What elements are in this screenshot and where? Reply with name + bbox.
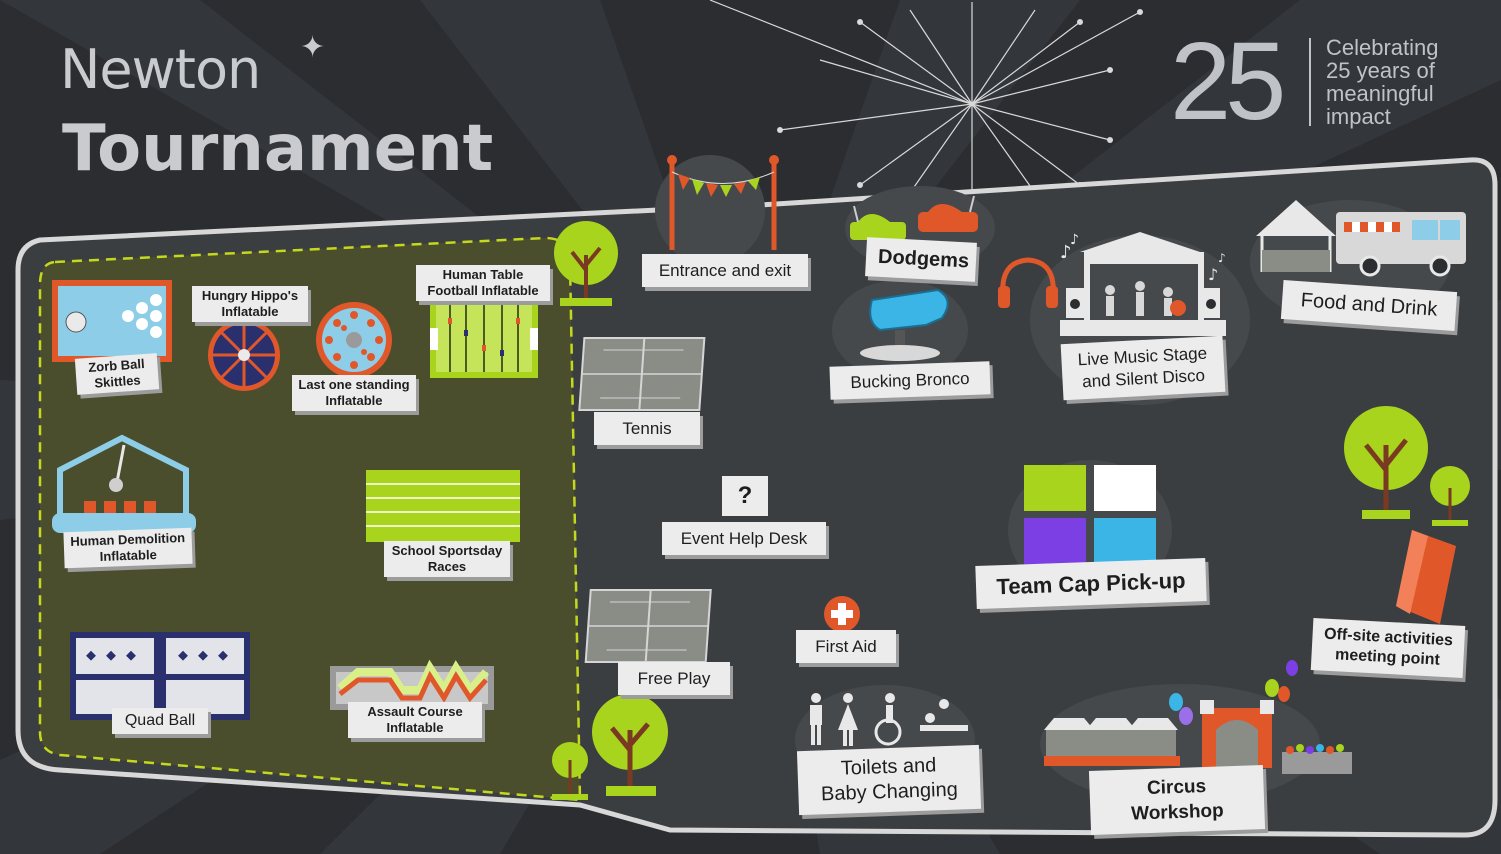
entrance-bunting-illustration xyxy=(655,155,779,265)
tagline-line: Celebrating xyxy=(1326,35,1439,60)
svg-text:♪: ♪ xyxy=(1218,251,1226,265)
tree-icon xyxy=(552,742,588,800)
tree-icon xyxy=(1430,466,1470,526)
first-aid-icon xyxy=(824,596,860,632)
tennis-label[interactable]: Tennis xyxy=(594,412,700,445)
circus-workshop-label[interactable]: Circus Workshop xyxy=(1088,764,1266,836)
headphones-icon xyxy=(998,257,1058,308)
balloon-icons xyxy=(1169,660,1298,725)
assault-course-label[interactable]: Assault Course Inflatable xyxy=(348,702,482,738)
divider xyxy=(1309,38,1311,126)
hungry-hippo-illustration xyxy=(208,319,280,391)
zorb-skittles-label[interactable]: Zorb Ball Skittles xyxy=(74,353,160,395)
team-cap-pickup-label[interactable]: Team Cap Pick-up xyxy=(975,557,1207,610)
tree-icon xyxy=(1344,406,1428,519)
help-question-icon: ? xyxy=(722,476,768,516)
event-help-desk-label[interactable]: Event Help Desk xyxy=(662,522,826,555)
svg-text:♪: ♪ xyxy=(1070,232,1079,248)
meeting-point-marker-icon xyxy=(1396,530,1456,624)
toilets-baby-changing-label[interactable]: Toilets and Baby Changing xyxy=(796,744,982,816)
bucking-bronco-label[interactable]: Bucking Bronco xyxy=(829,361,991,400)
firework-icon xyxy=(709,0,1141,205)
free-play-label[interactable]: Free Play xyxy=(618,662,730,695)
zorb-skittles-illustration xyxy=(52,280,172,362)
bucking-bronco-icon xyxy=(832,280,968,380)
tree-icon xyxy=(592,694,668,796)
quad-ball-illustration xyxy=(70,632,250,720)
offsite-meeting-point-label[interactable]: Off-site activities meeting point xyxy=(1310,618,1466,678)
sparkle-icon: ✦ xyxy=(300,31,326,64)
hungry-hippo-label[interactable]: Hungry Hippo's Inflatable xyxy=(192,286,308,322)
sportsday-track-illustration xyxy=(366,470,520,542)
human-table-football-illustration xyxy=(430,298,538,378)
quad-ball-label[interactable]: Quad Ball xyxy=(112,708,208,734)
tagline-line: impact xyxy=(1326,104,1391,129)
svg-text:♪: ♪ xyxy=(1208,265,1218,284)
anniversary-tagline: Celebrating 25 years of meaningful impac… xyxy=(1326,36,1486,128)
human-demolition-label[interactable]: Human Demolition Inflatable xyxy=(63,527,193,569)
human-table-football-label[interactable]: Human Table Football Inflatable xyxy=(416,265,550,301)
last-one-standing-label[interactable]: Last one standing Inflatable xyxy=(292,375,416,411)
tagline-line: 25 years of xyxy=(1326,58,1435,83)
last-one-standing-illustration xyxy=(316,302,392,378)
tennis-court-illustration xyxy=(578,337,706,411)
page-title: Tournament xyxy=(62,112,494,186)
anniversary-number: 25 xyxy=(1170,20,1286,143)
entrance-exit-label[interactable]: Entrance and exit xyxy=(642,254,808,287)
free-play-court-illustration xyxy=(584,589,712,663)
tree-icon xyxy=(554,221,618,306)
svg-text:♪: ♪ xyxy=(1060,242,1072,263)
brand-logo: Newton xyxy=(60,38,261,101)
live-music-label[interactable]: Live Music Stage and Silent Disco xyxy=(1060,335,1226,401)
dodgems-label[interactable]: Dodgems xyxy=(865,237,977,282)
first-aid-label[interactable]: First Aid xyxy=(796,630,896,663)
tagline-line: meaningful xyxy=(1326,81,1434,106)
sportsday-races-label[interactable]: School Sportsday Races xyxy=(384,541,510,577)
